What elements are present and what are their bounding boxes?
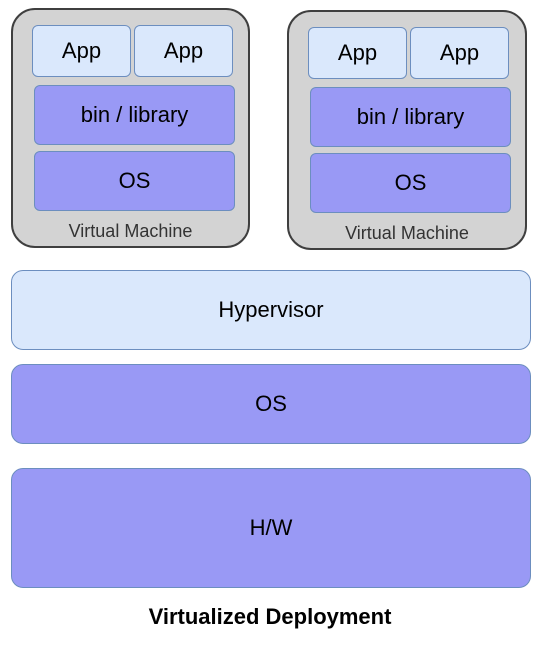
host-os-layer: OS — [11, 364, 531, 444]
vm1-app-1: App — [32, 25, 131, 77]
hardware-layer: H/W — [11, 468, 531, 588]
vm1-os: OS — [34, 151, 235, 211]
vm2-app-1: App — [308, 27, 407, 79]
diagram-caption: Virtualized Deployment — [148, 604, 392, 629]
vm1-label: Virtual Machine — [68, 221, 193, 241]
vm1-app-2: App — [134, 25, 233, 77]
hypervisor-layer: Hypervisor — [11, 270, 531, 350]
vm1-bin-library: bin / library — [34, 85, 235, 145]
virtual-machine-2: App App bin / library OS Virtual Machine — [287, 10, 527, 250]
vm2-label: Virtual Machine — [345, 223, 469, 243]
virtual-machine-1: App App bin / library OS Virtual Machine — [11, 8, 250, 248]
vm2-bin-library: bin / library — [310, 87, 511, 147]
vm2-app-2: App — [410, 27, 509, 79]
vm2-os: OS — [310, 153, 511, 213]
